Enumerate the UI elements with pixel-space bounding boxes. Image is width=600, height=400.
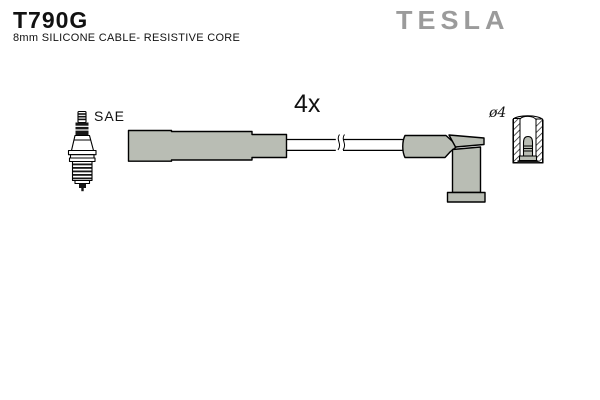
angled-boot-drawing [402, 134, 486, 203]
spark-plug-drawing [67, 110, 97, 192]
terminal-cross-section-drawing [512, 115, 544, 164]
cable-spec-subtitle: 8mm SILICONE CABLE- RESISTIVE CORE [13, 32, 241, 44]
wire-break-mark [342, 134, 346, 151]
cable-wire-drawing [286, 134, 403, 153]
sae-label: SAE [94, 108, 126, 124]
wire-break-mark [337, 134, 341, 151]
quantity-label: 4x [294, 90, 321, 118]
straight-boot-drawing [127, 129, 288, 162]
tesla-logo: TESLA [396, 6, 510, 35]
terminal-diameter-label: ø4 [489, 105, 507, 121]
part-number: T790G [13, 7, 89, 33]
